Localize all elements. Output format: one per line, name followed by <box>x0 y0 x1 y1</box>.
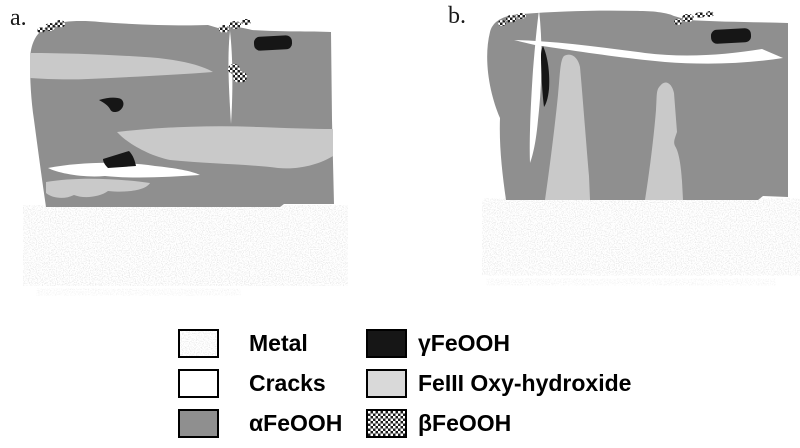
crack-horizontal-b <box>514 40 783 64</box>
feiii-band-top-a <box>30 53 213 80</box>
legend-item-beta-feooh: βFeOOH <box>366 409 631 438</box>
legend-item-feiii: FeIII Oxy-hydroxide <box>366 369 631 398</box>
feiii-band-left-b <box>545 54 590 200</box>
crack-vertical-a <box>228 31 233 124</box>
gamma-feooh-nodule-a <box>253 35 293 51</box>
gamma-feooh-sliver-b <box>541 46 550 107</box>
legend-item-cracks: Cracks <box>178 369 342 398</box>
beta-feooh-cluster-b-topleft <box>498 13 526 26</box>
metal-shadow-strip-b <box>500 279 762 285</box>
crack-vertical-b <box>529 10 542 163</box>
diagram-a <box>30 19 334 295</box>
feiii-blob-bottom-a <box>46 178 150 198</box>
legend-item-metal: Metal <box>178 329 342 358</box>
legend-label-cracks: Cracks <box>249 370 326 396</box>
metal-shadow-strip-a <box>46 289 231 295</box>
feiii-band-middle-a <box>117 126 333 169</box>
feiii-swatch <box>366 369 407 398</box>
legend-column-left: Metal Cracks αFeOOH <box>178 329 342 438</box>
legend-item-gamma-feooh: γFeOOH <box>366 329 631 358</box>
beta-feooh-swatch <box>366 409 407 438</box>
beta-feooh-cluster-a-topleft <box>37 20 65 33</box>
gamma-feooh-wedge-a <box>103 151 136 168</box>
alpha-feooh-swatch <box>178 409 219 438</box>
corrosion-diagrams <box>30 10 788 295</box>
beta-feooh-cluster-a-topmiddle <box>219 19 251 33</box>
legend-label-beta-feooh: βFeOOH <box>418 410 512 436</box>
legend-label-gamma-feooh: γFeOOH <box>418 330 511 356</box>
metal-swatch <box>178 329 219 358</box>
diagram-b <box>487 10 788 285</box>
gamma-feooh-streak-a <box>99 97 124 113</box>
cracks-swatch <box>178 369 219 398</box>
gamma-feooh-swatch <box>366 329 407 358</box>
gamma-feooh-nodule-b <box>710 28 752 44</box>
legend-label-alpha-feooh: αFeOOH <box>249 410 343 436</box>
legend-label-metal: Metal <box>249 330 308 356</box>
legend-column-right: γFeOOH FeIII Oxy-hydroxide βFeOOH <box>366 329 631 438</box>
beta-feooh-cluster-b-topright <box>674 11 714 25</box>
beta-feooh-cluster-a-crack <box>228 64 247 83</box>
metal-substrate-a <box>38 209 333 295</box>
metal-substrate-b <box>497 202 788 285</box>
feiii-band-right-b <box>645 82 683 200</box>
legend-item-alpha-feooh: αFeOOH <box>178 409 342 438</box>
legend-label-feiii: FeIII Oxy-hydroxide <box>418 370 632 396</box>
crack-horizontal-a <box>48 162 200 178</box>
panel-label-a: a. <box>10 5 27 31</box>
panel-label-b: b. <box>448 3 466 29</box>
